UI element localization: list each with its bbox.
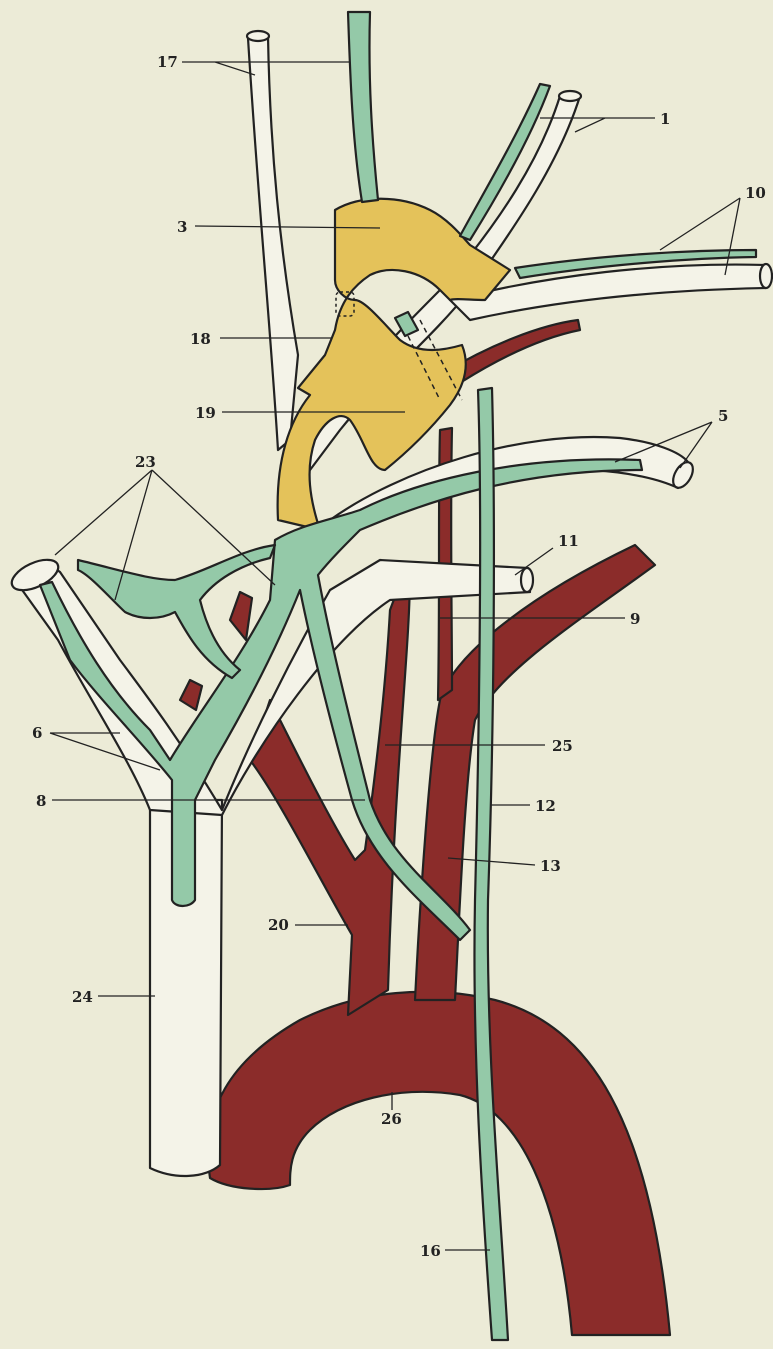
label-16: 16 xyxy=(420,1242,441,1260)
leader-11 xyxy=(515,548,553,575)
artery-stump-1 xyxy=(230,592,252,640)
artery-stump-2 xyxy=(180,680,202,710)
upper-vein-stump xyxy=(559,91,581,101)
label-18: 18 xyxy=(190,330,211,348)
vein-11-stump xyxy=(521,568,533,592)
label-10: 10 xyxy=(745,184,766,202)
aortic-arch xyxy=(208,992,670,1335)
label-26: 26 xyxy=(381,1110,402,1128)
label-13: 13 xyxy=(540,857,561,875)
label-19: 19 xyxy=(195,404,216,422)
label-3: 3 xyxy=(177,218,187,236)
label-25: 25 xyxy=(552,737,573,755)
label-12: 12 xyxy=(535,797,556,815)
label-6: 6 xyxy=(32,724,42,742)
label-11: 11 xyxy=(558,532,579,550)
internal-jugular-vein xyxy=(248,36,298,450)
label-17: 17 xyxy=(157,53,178,71)
jugular-stump xyxy=(247,31,269,41)
leader-10 xyxy=(660,198,740,275)
label-24: 24 xyxy=(72,988,93,1006)
label-8: 8 xyxy=(36,792,46,810)
vein-right-stump xyxy=(760,264,772,288)
label-9: 9 xyxy=(630,610,640,628)
label-1: 1 xyxy=(660,110,670,128)
label-23: 23 xyxy=(135,453,156,471)
label-20: 20 xyxy=(268,916,289,934)
label-5: 5 xyxy=(718,407,728,425)
vagus-nerve-descending xyxy=(474,388,508,1340)
vagus-nerve-top xyxy=(348,12,378,202)
